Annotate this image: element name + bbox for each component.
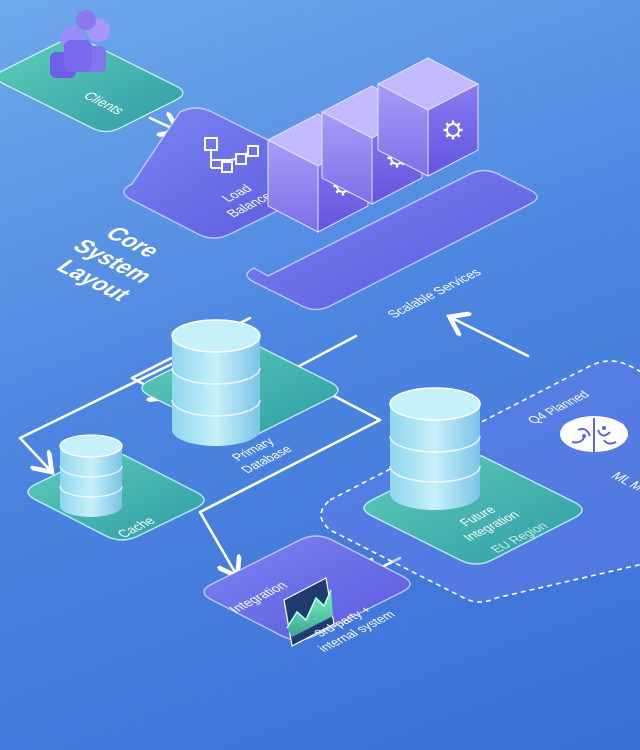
server-cubes [266, 57, 480, 233]
cache-cylinder [59, 434, 123, 517]
scalable-services-platform [246, 169, 538, 311]
future-zone: Future Integration EU Region Q4 Planned … [320, 360, 640, 603]
server-cube [376, 57, 480, 177]
arrow-future-to-services [452, 318, 530, 358]
cache-node: Cache [27, 434, 205, 541]
scalable-services-node: Scalable Services [246, 57, 538, 321]
scalable-services-label: Scalable Services [384, 266, 486, 321]
link-services-to-integration [198, 334, 382, 574]
people-icon [50, 10, 110, 78]
line-chart-icon [283, 577, 335, 647]
clients-node: Clients [0, 10, 184, 133]
integration-node: Integration 3rd-party + internal system [203, 535, 411, 654]
brain-icon [560, 416, 628, 452]
gear-icon [443, 120, 463, 140]
primary-database-node: Primary Database [141, 319, 339, 475]
link-db-to-cache [18, 358, 182, 470]
hierarchy-icon [204, 137, 259, 173]
diagram-title: Core System Layout [51, 222, 167, 304]
future-cylinder [389, 387, 481, 510]
database-cylinder [171, 319, 261, 446]
